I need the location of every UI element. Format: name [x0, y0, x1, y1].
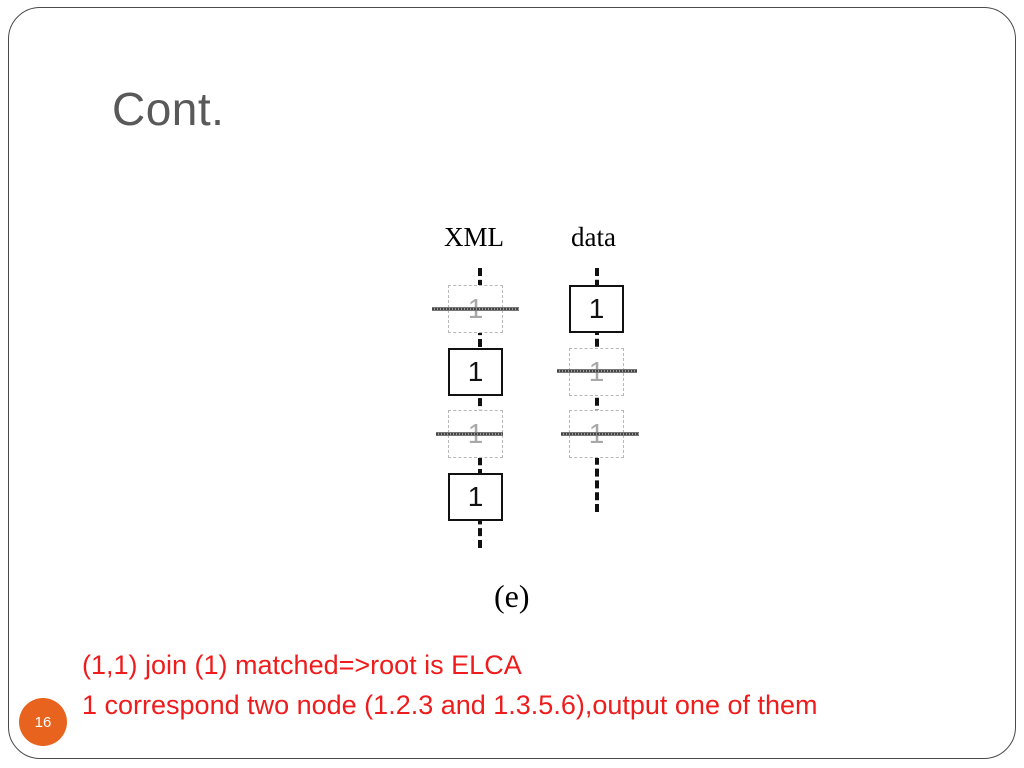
slide-title: Cont. [112, 83, 225, 135]
xml-node-4: 1 [448, 473, 503, 521]
page-number-badge: 16 [19, 698, 67, 746]
xml-node-3-strike [436, 432, 503, 436]
xml-node-2: 1 [448, 348, 503, 396]
xml-spine [478, 268, 482, 548]
note-line-1: (1,1) join (1) matched=>root is ELCA [82, 650, 522, 680]
data-node-1: 1 [569, 285, 624, 333]
data-node-3-strike [561, 432, 639, 436]
slide-frame [8, 7, 1016, 759]
column-header-xml: XML [444, 222, 504, 252]
note-line-2: 1 correspond two node (1.2.3 and 1.3.5.6… [82, 690, 818, 720]
xml-node-1-strike [432, 307, 519, 311]
column-header-data: data [571, 222, 616, 252]
data-node-2-strike [557, 369, 637, 373]
figure-caption: (e) [494, 578, 530, 614]
